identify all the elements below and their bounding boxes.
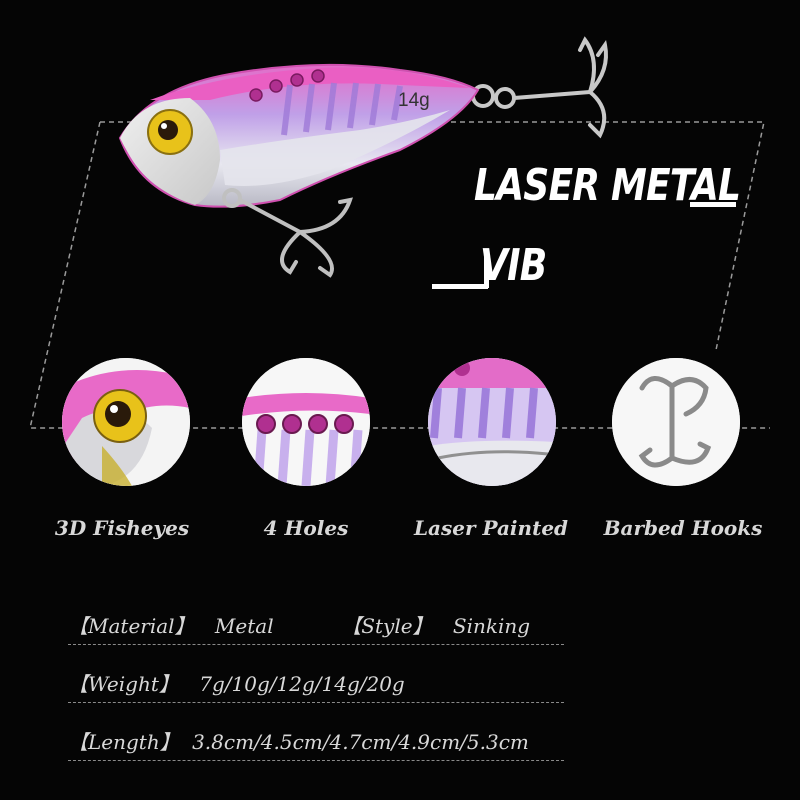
rear-treble-hook: [471, 36, 608, 139]
length-label: 【Length】: [68, 730, 180, 754]
weight-mark: 14g: [398, 90, 430, 111]
weight-value: 7g/10g/12g/14g/20g: [199, 672, 405, 696]
style-label: 【Style】: [341, 614, 433, 638]
spec-divider-2: [68, 702, 564, 703]
headline-line2: VIB: [480, 240, 547, 291]
weight-label: 【Weight】: [68, 672, 179, 696]
headline-underline-2-riser: [484, 254, 489, 288]
front-treble-hook: [222, 188, 353, 278]
spec-row-material-style: 【Material】 Metal 【Style】 Sinking: [68, 610, 530, 639]
feature-circle-hooks: [612, 358, 740, 486]
feature-label-hooks: Barbed Hooks: [603, 516, 763, 540]
spec-row-length: 【Length】 3.8cm/4.5cm/4.7cm/4.9cm/5.3cm: [68, 726, 529, 755]
feature-label-holes: 4 Holes: [263, 516, 349, 540]
style-value: Sinking: [452, 614, 531, 638]
length-value: 3.8cm/4.5cm/4.7cm/4.9cm/5.3cm: [192, 730, 529, 754]
headline-underline-2: [432, 284, 488, 289]
material-label: 【Material】: [68, 614, 195, 638]
spec-divider-3: [68, 760, 564, 761]
feature-circle-laser: [428, 358, 556, 486]
feature-circle-fisheyes: [62, 358, 190, 486]
spec-divider-1: [68, 644, 564, 645]
feature-label-laser: Laser Painted: [413, 516, 569, 540]
headline-underline-1: [690, 202, 736, 207]
material-value: Metal: [214, 614, 274, 638]
spec-row-weight: 【Weight】 7g/10g/12g/14g/20g: [68, 668, 405, 697]
feature-label-fisheyes: 3D Fisheyes: [54, 516, 190, 540]
feature-circle-holes: [242, 358, 370, 486]
